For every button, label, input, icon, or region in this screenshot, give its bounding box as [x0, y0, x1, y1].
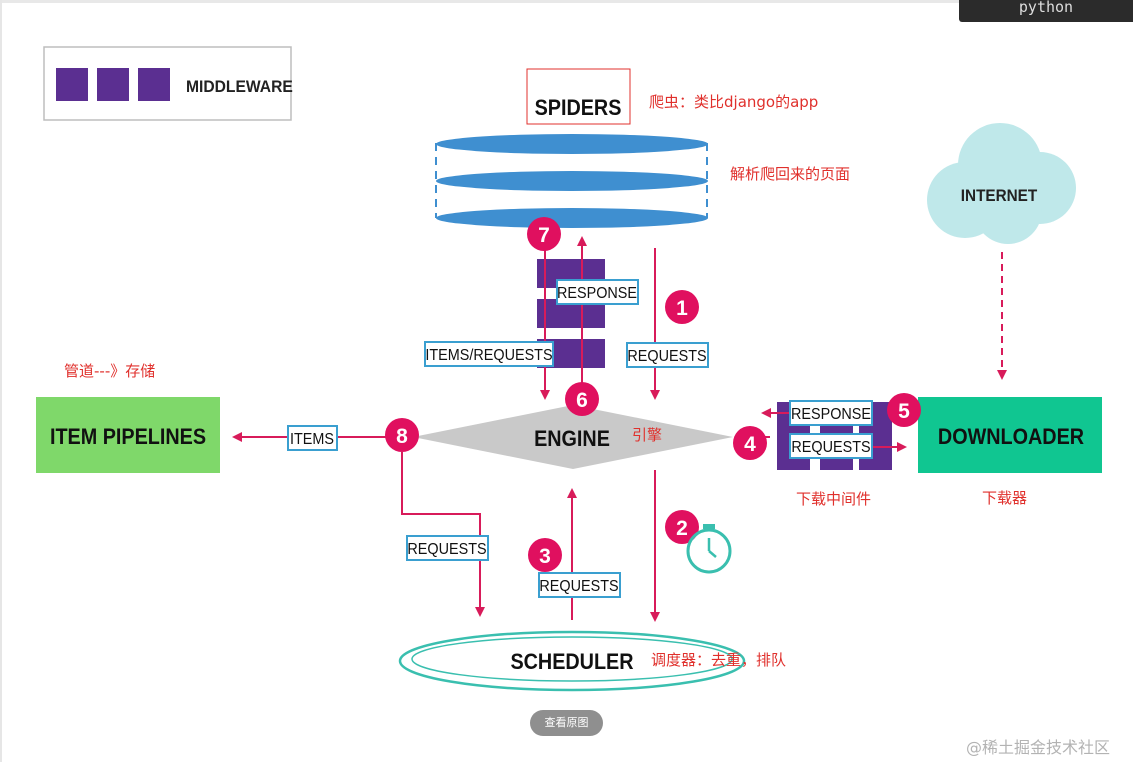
spider-disk — [436, 208, 708, 228]
item-pipelines-label: ITEM PIPELINES — [50, 425, 206, 449]
middleware-legend: MIDDLEWARE — [43, 46, 293, 121]
step-markers: 1 2 3 4 5 6 7 8 — [385, 217, 921, 572]
label-requests-left: REQUESTS — [407, 540, 486, 558]
step-2: 2 — [676, 517, 688, 540]
label-requests-top: REQUESTS — [627, 347, 706, 365]
step-1: 1 — [676, 297, 688, 320]
spiders-highlight-box — [526, 68, 631, 125]
annotation-spiders: 爬虫：类比django的app — [649, 93, 818, 111]
view-original-button[interactable]: 查看原图 — [530, 710, 603, 736]
label-items-requests: ITEMS/REQUESTS — [425, 346, 552, 364]
scheduler-label: SCHEDULER — [510, 650, 633, 674]
downloader-label: DOWNLOADER — [938, 425, 1084, 449]
downloader-component: DOWNLOADER — [918, 397, 1102, 473]
item-pipelines-component: ITEM PIPELINES — [36, 397, 220, 473]
spider-disk — [436, 134, 708, 154]
legend-square — [97, 68, 129, 101]
internet-cloud: INTERNET — [927, 123, 1076, 244]
arrow-8-to-scheduler — [401, 452, 485, 617]
step-6: 6 — [576, 389, 588, 412]
label-items: ITEMS — [290, 430, 334, 448]
annotation-engine: 引擎 — [632, 426, 662, 444]
spiders-component: SPIDERS — [435, 68, 708, 228]
step-3: 3 — [539, 545, 551, 568]
timer-icon — [686, 524, 732, 574]
internet-label: INTERNET — [961, 186, 1038, 205]
spider-disk — [436, 171, 708, 191]
label-response-top: RESPONSE — [557, 284, 637, 302]
step-7: 7 — [538, 224, 550, 247]
spiders-label: SPIDERS — [535, 96, 622, 120]
left-border — [0, 0, 2, 762]
annotation-downloader: 下载器 — [982, 489, 1027, 507]
annotation-dl-middleware: 下载中间件 — [796, 490, 871, 508]
step-4: 4 — [744, 433, 756, 456]
legend-label: MIDDLEWARE — [186, 77, 293, 96]
annotation-parse: 解析爬回来的页面 — [730, 165, 850, 183]
engine-component: ENGINE — [413, 405, 733, 469]
step-5: 5 — [898, 400, 910, 423]
watermark: @稀土掘金技术社区 — [966, 738, 1111, 757]
annotation-pipeline: 管道---》存储 — [64, 362, 155, 380]
legend-square — [56, 68, 88, 101]
label-requests-mid: REQUESTS — [539, 577, 618, 595]
annotation-scheduler: 调度器：去重，排队 — [651, 651, 786, 669]
scheduler-component: SCHEDULER — [398, 630, 746, 692]
step-8: 8 — [396, 425, 408, 448]
label-requests-right: REQUESTS — [791, 438, 870, 456]
annotations: 爬虫：类比django的app 解析爬回来的页面 管道---》存储 引擎 下载中… — [64, 93, 1027, 669]
engine-label: ENGINE — [534, 427, 610, 451]
top-border — [0, 0, 959, 3]
flow-labels: RESPONSE ITEMS/REQUESTS REQUESTS ITEMS R… — [287, 279, 873, 598]
code-language-tab: python — [959, 0, 1133, 22]
legend-square — [138, 68, 170, 101]
label-response-right: RESPONSE — [791, 405, 871, 423]
